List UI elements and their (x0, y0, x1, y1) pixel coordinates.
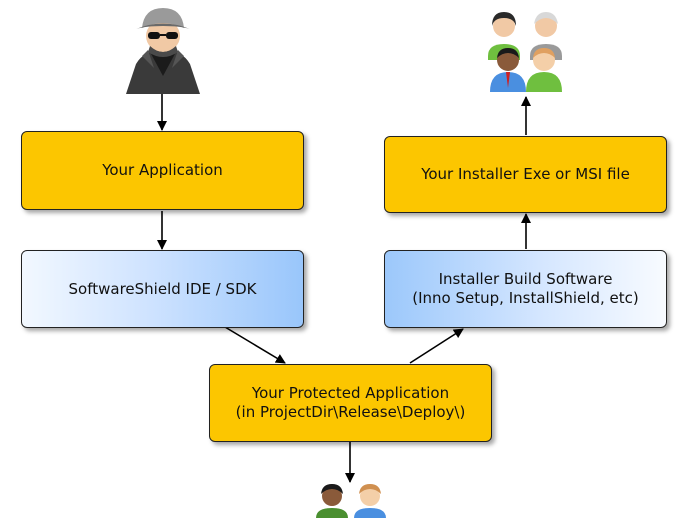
installer-exe-label: Your Installer Exe or MSI file (421, 165, 630, 183)
protected-application-box: Your Protected Application (in ProjectDi… (209, 364, 492, 442)
arrow-shield-to-protected (224, 326, 286, 364)
your-application-label: Your Application (102, 161, 223, 179)
installer-exe-box: Your Installer Exe or MSI file (384, 136, 667, 213)
your-application-box: Your Application (21, 131, 304, 210)
protected-application-label: Your Protected Application (251, 384, 450, 402)
arrow-protected-to-installer (409, 328, 464, 364)
users-icon (316, 484, 386, 518)
protected-application-path: (in ProjectDir\Release\Deploy\) (235, 403, 466, 421)
hacker-icon (126, 8, 200, 94)
softwareshield-box: SoftwareShield IDE / SDK (21, 250, 304, 328)
user-group-icon (488, 12, 562, 92)
softwareshield-label: SoftwareShield IDE / SDK (68, 279, 257, 298)
installer-build-label: Installer Build Software (438, 270, 613, 288)
installer-build-examples: (Inno Setup, InstallShield, etc) (412, 289, 639, 307)
installer-build-box: Installer Build Software (Inno Setup, In… (384, 250, 667, 328)
